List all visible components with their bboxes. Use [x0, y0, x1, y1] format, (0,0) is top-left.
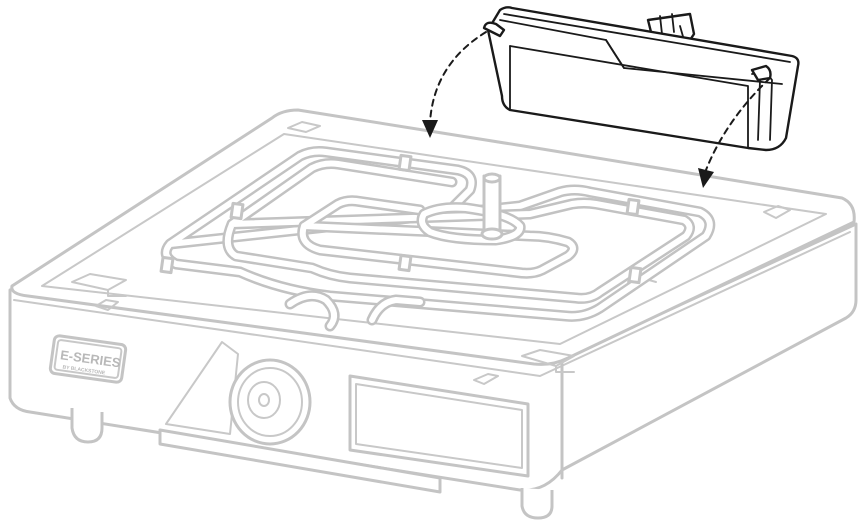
arrow-left-path: [429, 31, 487, 123]
base-front-body: [8, 222, 858, 492]
grease-tray-body: [486, 6, 800, 152]
grease-tray-hook-left: [482, 21, 506, 38]
base-foot-right: [520, 488, 554, 520]
display-panel: [348, 374, 530, 478]
arrow-right-path: [705, 77, 771, 171]
control-knob: [228, 358, 312, 446]
base-front-edge: [13, 231, 851, 377]
arrow-right: [698, 77, 771, 188]
heating-coil: [159, 146, 716, 332]
arrow-left: [422, 31, 487, 138]
base-foot-back: [158, 428, 442, 494]
coil-terminals: [284, 290, 426, 332]
coil-center-hub: [416, 172, 526, 246]
arrow-right-head: [698, 168, 714, 188]
display-panel-inner: [355, 383, 523, 469]
grease-tray: [482, 6, 800, 152]
grease-tray-front-face: [509, 45, 749, 149]
control-panel-bevel: [165, 341, 239, 435]
arrow-left-head: [422, 120, 438, 138]
deck-clips: [71, 121, 791, 385]
base-foot-left: [70, 408, 104, 444]
base-inner-rim: [41, 133, 827, 345]
brand-badge: E-SERIES BY BLACKSTONE: [48, 334, 128, 384]
coil-brackets: [159, 153, 643, 285]
